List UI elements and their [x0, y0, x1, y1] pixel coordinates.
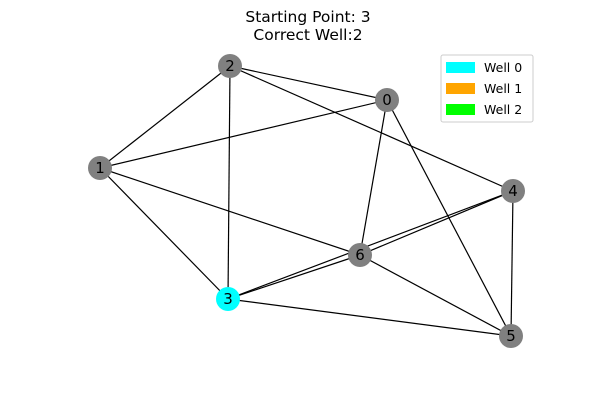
- edge-1-6: [99, 167, 361, 256]
- legend-swatch-well-2: [446, 104, 475, 115]
- node-1: 1: [88, 156, 112, 180]
- edges-layer: [99, 65, 514, 337]
- node-4: 4: [501, 179, 525, 203]
- node-5: 5: [499, 324, 523, 348]
- node-3-circle: [216, 287, 240, 311]
- node-6-circle: [348, 243, 372, 267]
- node-6: 6: [348, 243, 372, 267]
- node-2-circle: [218, 54, 242, 78]
- title-line-1: Starting Point: 3: [245, 8, 370, 26]
- nodes-layer: 0 1 2 3 4 5 6: [88, 54, 525, 348]
- edge-6-5: [359, 254, 512, 337]
- legend-label-well-1: Well 1: [484, 81, 522, 96]
- node-0-circle: [375, 88, 399, 112]
- legend-label-well-0: Well 0: [484, 60, 522, 75]
- node-4-circle: [501, 179, 525, 203]
- edge-3-6: [227, 254, 361, 300]
- legend-label-well-2: Well 2: [484, 102, 522, 117]
- edge-2-0: [229, 65, 388, 101]
- node-3-label: 3: [223, 290, 233, 308]
- node-2-label: 2: [225, 57, 235, 75]
- legend-swatch-well-0: [446, 62, 475, 73]
- node-4-label: 4: [508, 182, 518, 200]
- node-1-circle: [88, 156, 112, 180]
- edge-4-3: [227, 190, 514, 300]
- node-2: 2: [218, 54, 242, 78]
- node-0: 0: [375, 88, 399, 112]
- edge-4-5: [510, 190, 514, 337]
- edge-1-3: [99, 167, 229, 300]
- node-6-label: 6: [355, 246, 365, 264]
- node-3: 3: [216, 287, 240, 311]
- edge-4-6: [359, 190, 514, 256]
- node-5-circle: [499, 324, 523, 348]
- title-line-2: Correct Well:2: [253, 26, 362, 44]
- legend-swatch-well-1: [446, 83, 475, 94]
- node-0-label: 0: [382, 91, 392, 109]
- edge-2-3: [227, 65, 231, 300]
- edge-2-4: [229, 65, 514, 192]
- node-1-label: 1: [95, 159, 105, 177]
- edge-2-1: [99, 65, 231, 169]
- legend: Well 0 Well 1 Well 2: [440, 54, 534, 123]
- edge-0-6: [359, 99, 388, 256]
- edge-3-5: [227, 298, 512, 337]
- node-5-label: 5: [506, 327, 516, 345]
- edge-0-1: [99, 99, 388, 169]
